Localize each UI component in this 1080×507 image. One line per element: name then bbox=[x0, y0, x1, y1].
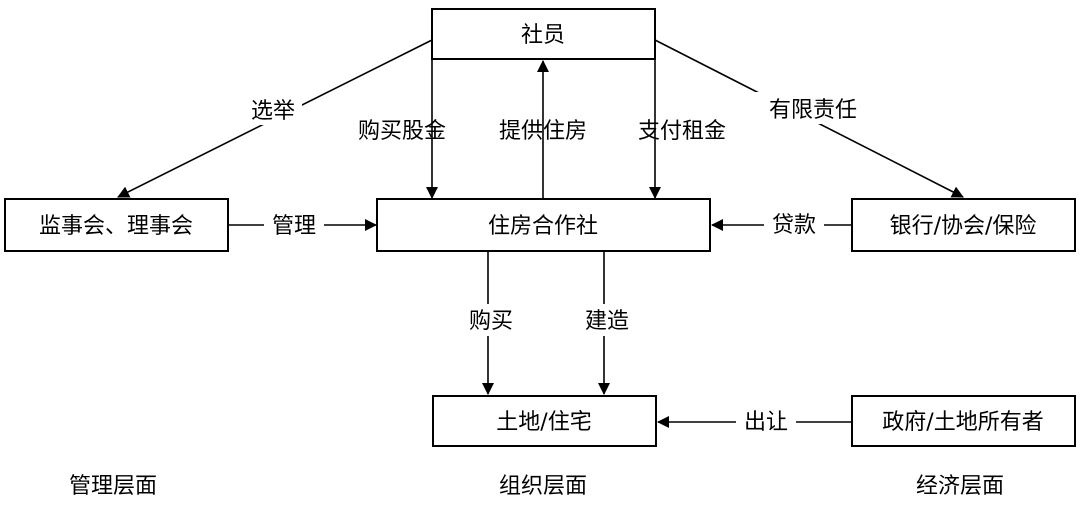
node-government-label: 政府/土地所有者 bbox=[882, 410, 1043, 435]
node-land-housing: 土地/住宅 bbox=[432, 395, 657, 447]
layer-label-organization: 组织层面 bbox=[499, 474, 587, 499]
node-members-label: 社员 bbox=[521, 23, 565, 48]
edge-label-provide-housing: 提供住房 bbox=[499, 119, 587, 144]
node-cooperative: 住房合作社 bbox=[376, 198, 711, 252]
edge-label-elect: 选举 bbox=[251, 99, 295, 124]
node-cooperative-label: 住房合作社 bbox=[488, 214, 598, 239]
edge-label-pay-rent: 支付租金 bbox=[638, 119, 726, 144]
node-banks: 银行/协会/保险 bbox=[851, 198, 1076, 252]
node-banks-label: 银行/协会/保险 bbox=[890, 214, 1037, 239]
edge-label-transfer: 出让 bbox=[744, 410, 788, 435]
node-land-housing-label: 土地/住宅 bbox=[496, 410, 591, 435]
edge-label-manage: 管理 bbox=[272, 214, 316, 239]
node-members: 社员 bbox=[431, 8, 656, 60]
node-supervisory-board-label: 监事会、理事会 bbox=[39, 214, 193, 239]
edge-label-buy-shares: 购买股金 bbox=[358, 119, 446, 144]
node-supervisory-board: 监事会、理事会 bbox=[4, 198, 229, 252]
node-government: 政府/土地所有者 bbox=[851, 395, 1076, 447]
edge-label-purchase: 购买 bbox=[469, 309, 513, 334]
layer-label-economic: 经济层面 bbox=[916, 474, 1004, 499]
layer-label-management: 管理层面 bbox=[69, 474, 157, 499]
edge-label-loan: 贷款 bbox=[772, 213, 816, 238]
edge-label-build: 建造 bbox=[585, 309, 629, 334]
edge-label-limited-liability: 有限责任 bbox=[769, 98, 857, 123]
